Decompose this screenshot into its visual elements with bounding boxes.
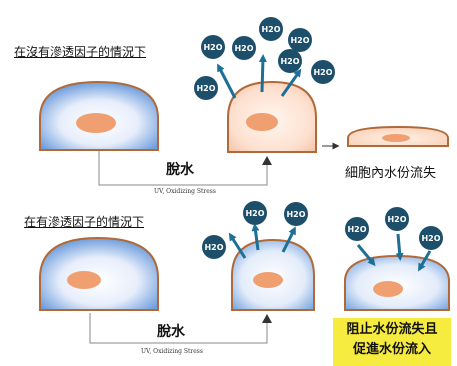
bottom-process-arrowhead — [262, 314, 272, 323]
svg-text:H2O: H2O — [290, 36, 309, 45]
h2o-molecule: H2O — [259, 17, 283, 41]
svg-text:H2O: H2O — [245, 209, 264, 218]
svg-text:H2O: H2O — [347, 225, 366, 234]
top-process-arrow — [98, 151, 268, 186]
top-normal-cell-nucleus — [76, 113, 116, 133]
h2o-molecule: H2O — [202, 235, 226, 259]
h2o-molecule: H2O — [232, 36, 256, 60]
bottom-result-line-1: 阻止水份流失且 — [346, 322, 438, 337]
bottom-hydrated-cell — [344, 254, 450, 311]
inflow-water-molecules: H2O H2O H2O — [345, 207, 443, 250]
svg-text:H2O: H2O — [280, 57, 299, 66]
h2o-molecule: H2O — [243, 201, 267, 225]
top-result-label: 細胞內水份流失 — [345, 166, 437, 181]
h2o-molecule: H2O — [311, 60, 335, 84]
h2o-molecule: H2O — [194, 76, 218, 100]
h2o-molecule: H2O — [284, 202, 308, 226]
svg-text:H2O: H2O — [313, 68, 332, 77]
svg-text:H2O: H2O — [204, 243, 223, 252]
h2o-molecule: H2O — [419, 226, 443, 250]
top-dehydrated-cell — [347, 125, 449, 147]
top-stress-label: UV, Oxidizing Stress — [154, 188, 216, 195]
svg-text:H2O: H2O — [421, 234, 440, 243]
bottom-hydrated-cell-nucleus — [373, 281, 403, 297]
svg-text:H2O: H2O — [286, 210, 305, 219]
svg-text:H2O: H2O — [261, 25, 280, 34]
bottom-water-molecules: H2O H2O H2O — [202, 201, 308, 259]
bottom-process-arrow — [89, 313, 268, 344]
top-water-loss-arrows — [217, 54, 302, 99]
svg-text:H2O: H2O — [387, 215, 406, 224]
svg-text:H2O: H2O — [203, 43, 222, 52]
bottom-water-loss-arrows — [228, 223, 296, 259]
h2o-molecule: H2O — [278, 49, 302, 73]
bottom-normal-cell — [39, 236, 159, 311]
svg-text:H2O: H2O — [196, 84, 215, 93]
top-dehydrating-cell-nucleus — [246, 113, 278, 131]
bottom-protected-cell-nucleus — [253, 272, 283, 288]
bottom-result-line-2: 促進水份流入 — [352, 342, 431, 357]
top-scenario-title: 在沒有滲透因子的情況下 — [14, 45, 147, 59]
bottom-water-inflow-arrows — [356, 233, 432, 272]
h2o-molecule: H2O — [288, 28, 312, 52]
bottom-protected-cell — [231, 238, 315, 311]
h2o-molecule: H2O — [345, 217, 369, 241]
h2o-molecule: H2O — [201, 35, 225, 59]
h2o-molecule: H2O — [385, 207, 409, 231]
bottom-normal-cell-nucleus — [67, 271, 101, 289]
top-dehydrated-cell-nucleus — [382, 134, 410, 142]
top-process-arrowhead — [262, 156, 272, 165]
bottom-stress-label: UV, Oxidizing Stress — [141, 348, 203, 355]
bottom-result-note: 阻止水份流失且 促進水份流入 — [333, 318, 451, 366]
top-dehydration-label: 脫水 — [166, 162, 194, 178]
bottom-scenario-title: 在有滲透因子的情況下 — [24, 215, 145, 229]
top-normal-cell — [39, 80, 159, 151]
svg-text:H2O: H2O — [234, 44, 253, 53]
top-dehydrating-cell — [227, 80, 317, 153]
top-water-molecules: H2O H2O H2O H2O H2O H2O H2O — [194, 17, 335, 100]
bottom-dehydration-label: 脫水 — [157, 324, 185, 340]
